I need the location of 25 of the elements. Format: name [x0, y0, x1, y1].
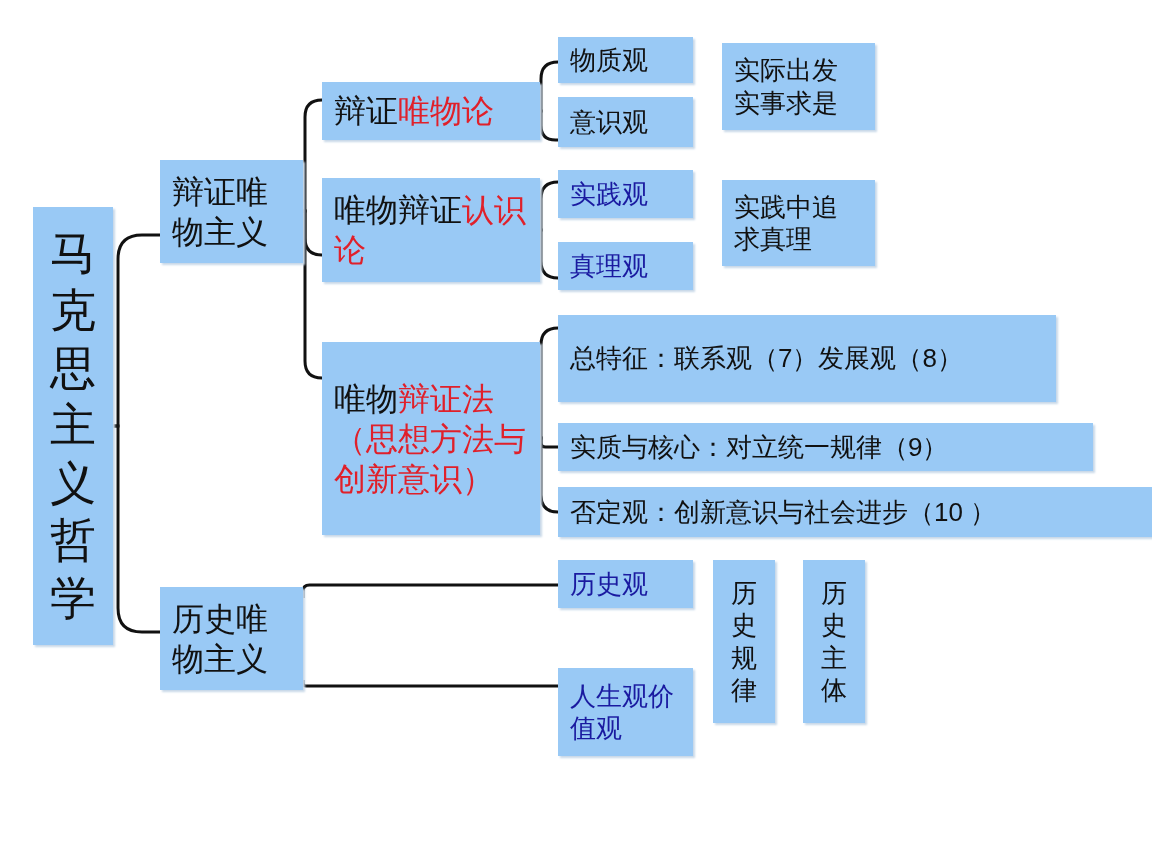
- note-box: 历史主体: [803, 560, 865, 723]
- bracket-connector: [538, 326, 560, 440]
- leaf-box: 实质与核心：对立统一规律（9）: [558, 423, 1093, 471]
- bracket-connector: [538, 60, 560, 113]
- leaf-box: 意识观: [558, 97, 693, 147]
- leaf-box: 否定观：创新意识与社会进步（10 ）: [558, 487, 1152, 537]
- leaf-box: 历史观: [558, 560, 693, 608]
- bracket-connector: [113, 233, 160, 428]
- leaf-box: 实践观: [558, 170, 693, 218]
- branch-box: 唯物辩证认识论: [322, 178, 540, 282]
- note-box: 实践中追求真理: [722, 180, 875, 266]
- leaf-box: 人生观价值观: [558, 668, 693, 756]
- leaf-box: 真理观: [558, 242, 693, 290]
- branch-box: 辩证唯物主义: [160, 160, 303, 263]
- leaf-box: 总特征：联系观（7）发展观（8）: [558, 315, 1056, 402]
- bracket-connector: [302, 98, 324, 213]
- branch-box: 历史唯物主义: [160, 587, 303, 690]
- branch-box: 唯物辩证法（思想方法与创新意识）: [322, 342, 540, 535]
- note-box: 实际出发实事求是: [722, 43, 875, 130]
- leaf-box: 物质观: [558, 37, 693, 83]
- topic-box: 马克思主义哲学: [33, 207, 113, 645]
- branch-box: 辩证唯物论: [322, 82, 540, 140]
- bracket-connector: [302, 209, 324, 380]
- note-box: 历史规律: [713, 560, 775, 723]
- bracket-connector: [113, 424, 160, 634]
